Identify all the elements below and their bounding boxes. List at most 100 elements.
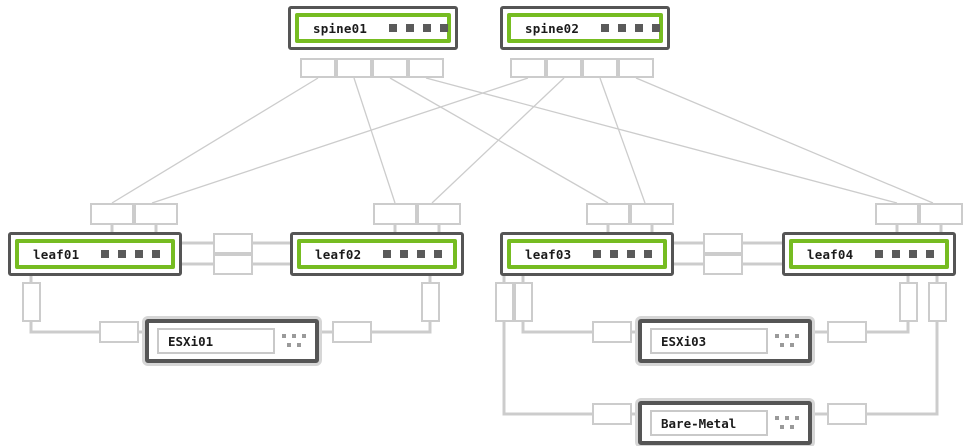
link-spine02-leaf01 [151,77,529,204]
node-spine01[interactable]: spine01 [288,6,458,50]
led-indicator [610,250,619,258]
port-leaf04-uplink-2[interactable] [919,203,963,225]
node-baremetal[interactable]: Bare-Metal [638,401,812,445]
port-leaf03-uplink-1[interactable] [586,203,630,225]
port-leaf04-uplink-1[interactable] [875,203,919,225]
node-esxi01[interactable]: ESXi01 [145,319,319,363]
port-leaf01-downlink-1[interactable] [22,282,41,322]
esxi01-label-box: ESXi01 [157,328,275,354]
esxi03-label: ESXi03 [661,333,707,349]
led-indicator [400,250,409,258]
port-spine01-1[interactable] [300,58,336,78]
spine02-label: spine02 [525,20,580,36]
leaf01-led-group [101,250,161,258]
led-indicator [601,24,610,32]
port-peer-leaf01-leaf02-2[interactable] [213,254,253,275]
link-leaf04-baremetal [867,322,939,416]
node-leaf01[interactable]: leaf01 [8,232,182,276]
led-indicator [389,24,398,32]
spine01-chassis: spine01 [295,13,451,43]
led-indicator [926,250,935,258]
baremetal-label: Bare-Metal [661,415,737,431]
link-spine02-leaf03 [599,77,646,204]
led-indicator [892,250,901,258]
leaf01-label: leaf01 [33,246,80,262]
leaf04-chassis: leaf04 [789,239,949,269]
port-leaf03-downlink-1[interactable] [495,282,514,322]
port-spine02-1[interactable] [510,58,546,78]
node-leaf03[interactable]: leaf03 [500,232,674,276]
port-leaf02-downlink-1[interactable] [421,282,440,322]
led-indicator [152,250,161,258]
led-indicator [644,250,653,258]
led-indicator [440,24,449,32]
led-indicator [383,250,392,258]
link-spine02-leaf02 [431,77,565,204]
node-leaf04[interactable]: leaf04 [782,232,956,276]
port-leaf01-uplink-1[interactable] [90,203,134,225]
port-spine01-4[interactable] [408,58,444,78]
link-spine02-leaf04 [635,77,934,204]
esxi03-nic-dots-icon [775,332,805,350]
port-esxi03-nic-2[interactable] [827,321,867,343]
led-indicator [627,250,636,258]
baremetal-label-box: Bare-Metal [650,410,768,436]
leaf02-label: leaf02 [315,246,362,262]
link-leaf03-baremetal [502,322,592,416]
link-leaf02-esxi01 [372,322,432,334]
esxi03-label-box: ESXi03 [650,328,768,354]
port-leaf03-downlink-2[interactable] [514,282,533,322]
port-esxi01-nic-2[interactable] [332,321,372,343]
leaf04-led-group [875,250,935,258]
port-esxi01-nic-1[interactable] [99,321,139,343]
led-indicator [101,250,110,258]
led-indicator [909,250,918,258]
link-leaf01-esxi01 [29,322,99,334]
esxi01-label: ESXi01 [168,333,214,349]
led-indicator [618,24,627,32]
port-leaf02-uplink-2[interactable] [417,203,461,225]
port-leaf03-uplink-2[interactable] [630,203,674,225]
link-spine01-leaf01 [111,77,319,204]
led-indicator [593,250,602,258]
led-indicator [652,24,661,32]
leaf04-label: leaf04 [807,246,854,262]
port-baremetal-nic-2[interactable] [827,403,867,425]
port-spine01-3[interactable] [372,58,408,78]
link-spine01-leaf04 [425,77,898,204]
port-leaf02-uplink-1[interactable] [373,203,417,225]
led-indicator [118,250,127,258]
led-indicator [135,250,144,258]
baremetal-nic-dots-icon [775,414,805,432]
node-leaf02[interactable]: leaf02 [290,232,464,276]
leaf02-chassis: leaf02 [297,239,457,269]
port-spine01-2[interactable] [336,58,372,78]
led-indicator [423,24,432,32]
port-leaf01-uplink-2[interactable] [134,203,178,225]
port-leaf04-downlink-1[interactable] [899,282,918,322]
link-leaf04-esxi03 [867,322,910,334]
port-spine02-2[interactable] [546,58,582,78]
port-peer-leaf03-leaf04-2[interactable] [703,254,743,275]
port-baremetal-nic-1[interactable] [592,403,632,425]
spine01-label: spine01 [313,20,368,36]
link-spine01-leaf03 [389,77,609,204]
node-spine02[interactable]: spine02 [500,6,670,50]
led-indicator [406,24,415,32]
leaf03-label: leaf03 [525,246,572,262]
led-indicator [434,250,443,258]
port-peer-leaf01-leaf02-1[interactable] [213,233,253,254]
port-esxi03-nic-1[interactable] [592,321,632,343]
spine02-chassis: spine02 [507,13,663,43]
port-spine02-4[interactable] [618,58,654,78]
leaf03-led-group [593,250,653,258]
port-peer-leaf03-leaf04-1[interactable] [703,233,743,254]
node-esxi03[interactable]: ESXi03 [638,319,812,363]
port-leaf04-downlink-2[interactable] [928,282,947,322]
port-spine02-3[interactable] [582,58,618,78]
spine02-led-group [601,24,661,32]
leaf03-chassis: leaf03 [507,239,667,269]
